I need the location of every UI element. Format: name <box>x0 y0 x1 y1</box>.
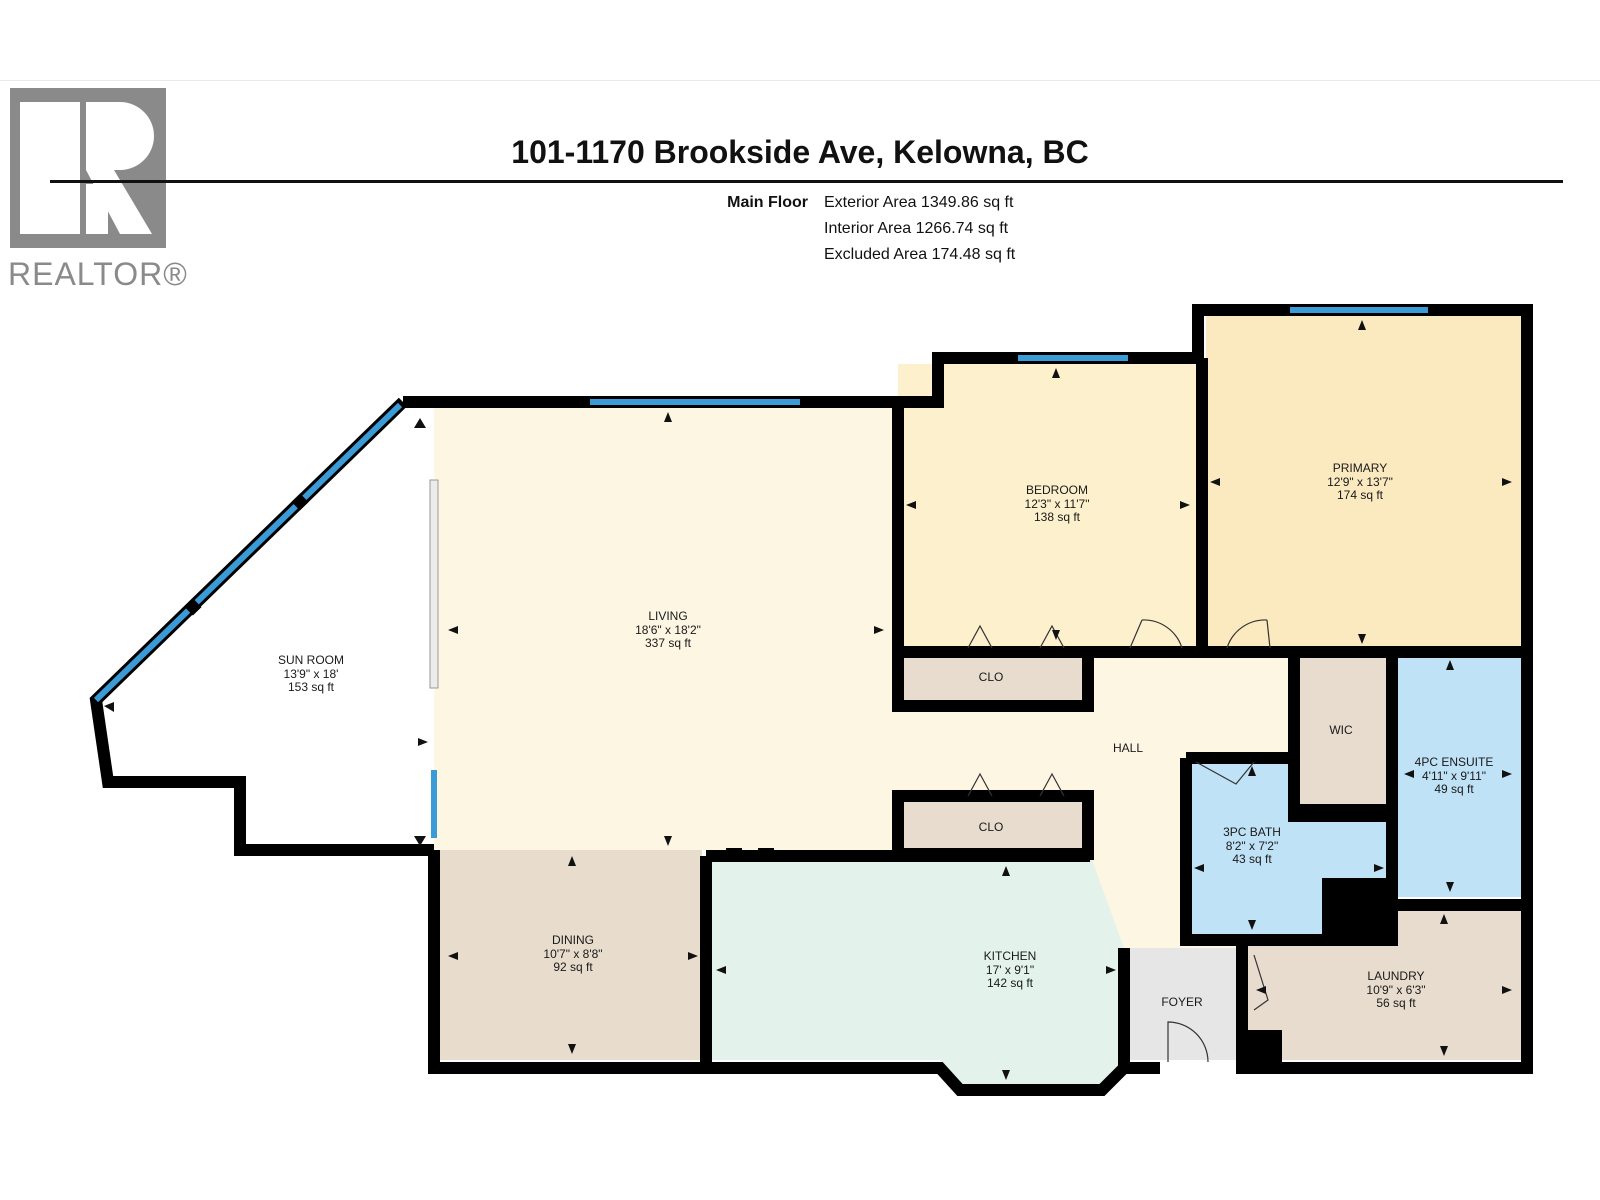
kitchen-area: 142 sq ft <box>987 976 1034 990</box>
bath-walls <box>1186 752 1527 911</box>
living-name: LIVING <box>648 609 687 623</box>
property-address-title: 101-1170 Brookside Ave, Kelowna, BC <box>511 134 1089 170</box>
living-floor <box>434 407 898 850</box>
doors <box>967 619 1271 1063</box>
kitchen-dims: 17' x 9'1" <box>986 963 1034 977</box>
closet-upper-name: CLO <box>979 670 1004 684</box>
door-bath3 <box>1195 761 1255 785</box>
door-foyer <box>1167 1021 1209 1063</box>
top-divider <box>0 80 1600 81</box>
ensuite-name: 4PC ENSUITE <box>1415 755 1494 769</box>
sunroom-floor <box>96 407 434 850</box>
exterior-area: Exterior Area 1349.86 sq ft <box>824 194 1014 211</box>
windows <box>93 307 1428 838</box>
bedroom-dims: 12'3" x 11'7" <box>1025 497 1090 511</box>
bath3-dims: 8'2" x 7'2" <box>1226 839 1278 853</box>
dining-area: 92 sq ft <box>553 960 593 974</box>
primary-area: 174 sq ft <box>1337 488 1384 502</box>
sliding-door-sunroom <box>429 479 439 689</box>
closet-upper-wall <box>892 646 1094 712</box>
closet-upper-floor <box>900 652 1086 704</box>
dimension-arrows <box>104 320 1512 1080</box>
window-sunroom-diagonal <box>93 402 403 703</box>
wic-name: WIC <box>1329 723 1353 737</box>
closet-lower-floor <box>900 796 1086 850</box>
door-bedroom <box>1129 619 1183 649</box>
primary-name: PRIMARY <box>1333 461 1387 475</box>
title-underline <box>50 180 1563 183</box>
interior-area: Interior Area 1266.74 sq ft <box>824 220 1009 237</box>
foyer-floor <box>1124 948 1248 1060</box>
bedroom-area: 138 sq ft <box>1034 510 1081 524</box>
outer-wall-north <box>403 304 1533 1074</box>
sunroom-name: SUN ROOM <box>278 653 344 667</box>
utility-block <box>1322 878 1392 940</box>
closet-lower-name: CLO <box>979 820 1004 834</box>
laundry-name: LAUNDRY <box>1367 969 1424 983</box>
bath3-area: 43 sq ft <box>1232 852 1272 866</box>
bath3-floor <box>1190 762 1390 935</box>
kitchen-floor <box>710 860 1124 1084</box>
laundry-area: 56 sq ft <box>1376 996 1416 1010</box>
dining-floor <box>434 850 702 1060</box>
realtor-logo-text: REALTOR® <box>8 256 188 292</box>
primary-dims: 12'9" x 13'7" <box>1327 475 1393 489</box>
excluded-area: Excluded Area 174.48 sq ft <box>824 246 1016 263</box>
primary-floor <box>1206 316 1521 648</box>
kitchen-name: KITCHEN <box>984 949 1037 963</box>
ensuite-floor <box>1398 655 1521 897</box>
living-dims: 18'6" x 18'2" <box>635 623 701 637</box>
window-mullions <box>184 493 774 860</box>
sunroom-dims: 13'9" x 18' <box>284 667 339 681</box>
closet-lower-wall <box>892 790 1094 860</box>
ensuite-dims: 4'11" x 9'11" <box>1422 769 1486 783</box>
dining-dims: 10'7" x 8'8" <box>543 947 602 961</box>
wic-floor <box>1298 655 1388 810</box>
door-closet-upper <box>967 624 1065 649</box>
door-primary <box>1226 619 1271 649</box>
floor-name: Main Floor <box>727 194 808 211</box>
door-laundry <box>1253 954 1269 1011</box>
living-area: 337 sq ft <box>645 636 692 650</box>
laundry-stack <box>1242 1030 1282 1068</box>
hall-name: HALL <box>1113 741 1143 755</box>
bath3-name: 3PC BATH <box>1223 825 1281 839</box>
dining-name: DINING <box>552 933 594 947</box>
laundry-dims: 10'9" x 6'3" <box>1366 983 1425 997</box>
door-closet-lower <box>967 772 1065 797</box>
foyer-name: FOYER <box>1161 995 1203 1009</box>
ensuite-area: 49 sq ft <box>1434 782 1474 796</box>
bedroom-floor <box>898 364 1198 648</box>
bedroom-name: BEDROOM <box>1026 483 1088 497</box>
sunroom-area: 153 sq ft <box>288 680 335 694</box>
realtor-logo <box>10 88 166 248</box>
